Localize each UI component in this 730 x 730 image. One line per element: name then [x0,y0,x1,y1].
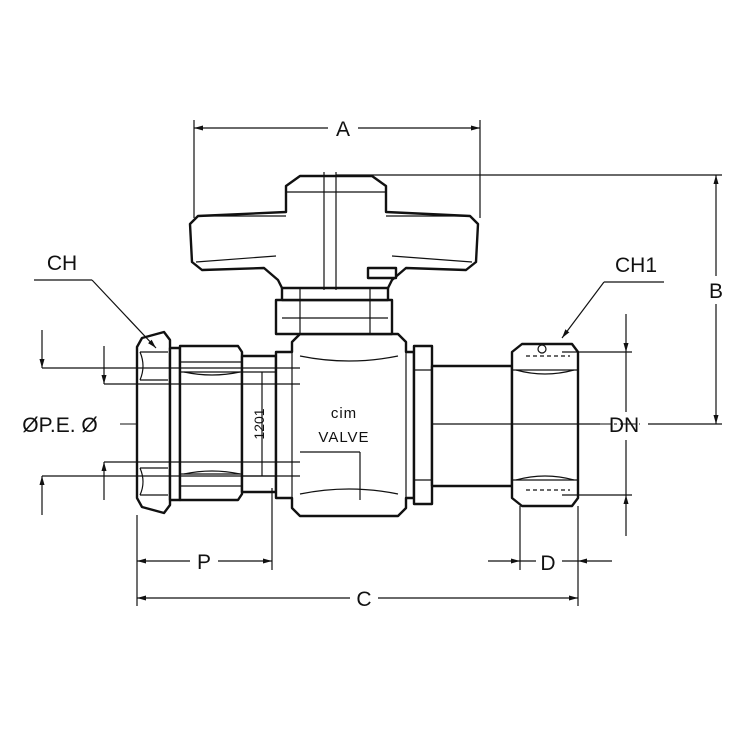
valve-body: cim VALVE 1201 [251,332,416,518]
t-handle [188,172,480,290]
valve-outline: cim VALVE 1201 [120,172,640,518]
ch-leader [91,279,157,349]
dim-d-label: D [540,552,555,575]
body-code-text: 1201 [251,408,267,439]
pipe-od-label: ØP.E. Ø [22,414,97,437]
right-union-nut [510,342,580,508]
stem-assembly [274,284,394,336]
left-hex-nut [135,330,172,515]
ch-label: CH [47,252,77,275]
dimension-lines: A B DN ØP.E. Ø CH CH1 [2,114,729,611]
body-valve-text: VALVE [318,429,369,446]
ch1-leader [561,281,605,339]
body-brand-text: cim [331,405,357,422]
right-body-end [412,344,514,506]
dim-dn-label: DN [609,414,639,437]
dim-a-label: A [336,118,350,141]
ch1-label: CH1 [615,254,657,277]
dim-c-label: C [356,588,371,611]
dim-p-label: P [197,551,211,574]
dim-b-label: B [709,280,723,303]
